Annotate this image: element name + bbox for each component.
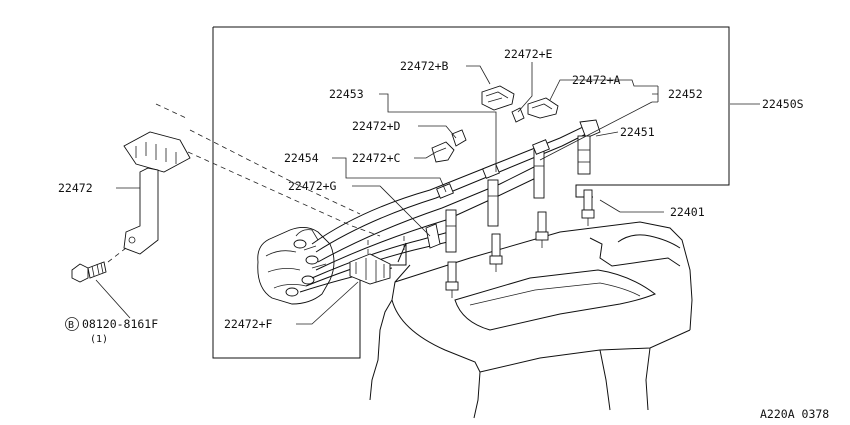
label-bolt-qty: (1) xyxy=(90,334,108,345)
label-bolt: 08120-8161F xyxy=(82,317,158,331)
assembly-frame xyxy=(212,26,730,359)
label-22454: 22454 xyxy=(284,151,319,165)
label-22472-bracket: 22472 xyxy=(58,181,93,195)
label-22472-g: 22472+G xyxy=(288,179,337,193)
bolt-callout: B 08120-8161F (1) xyxy=(65,317,158,345)
label-22472-a: 22472+A xyxy=(572,73,621,87)
label-22472-c: 22472+C xyxy=(352,151,401,165)
label-22472-b: 22472+B xyxy=(400,59,449,73)
guide-lines xyxy=(107,103,405,263)
clamp-c xyxy=(431,141,455,163)
engine-cylinder-head xyxy=(369,221,693,419)
diagram-code: A220A 0378 xyxy=(760,407,829,421)
clamp-f xyxy=(349,253,391,285)
label-22452: 22452 xyxy=(668,87,703,101)
label-22472-e: 22472+E xyxy=(504,47,553,61)
spark-plugs xyxy=(445,189,595,298)
clamp-a xyxy=(527,97,559,119)
clamp-e xyxy=(511,107,525,123)
label-22450s: 22450S xyxy=(762,97,804,111)
label-22472-f: 22472+F xyxy=(224,317,273,331)
label-22453: 22453 xyxy=(329,87,364,101)
label-22472-d: 22472+D xyxy=(352,119,401,133)
clamp-b xyxy=(481,85,515,111)
bolt-symbol: B xyxy=(68,320,74,331)
cord-bracket xyxy=(123,131,191,255)
clamp-d xyxy=(451,129,467,147)
mounting-bolt xyxy=(71,261,107,283)
leader-lines xyxy=(95,62,760,325)
distributor-cap xyxy=(257,227,335,305)
label-22451: 22451 xyxy=(620,125,655,139)
label-22401: 22401 xyxy=(670,205,705,219)
high-tension-cords xyxy=(299,119,601,293)
